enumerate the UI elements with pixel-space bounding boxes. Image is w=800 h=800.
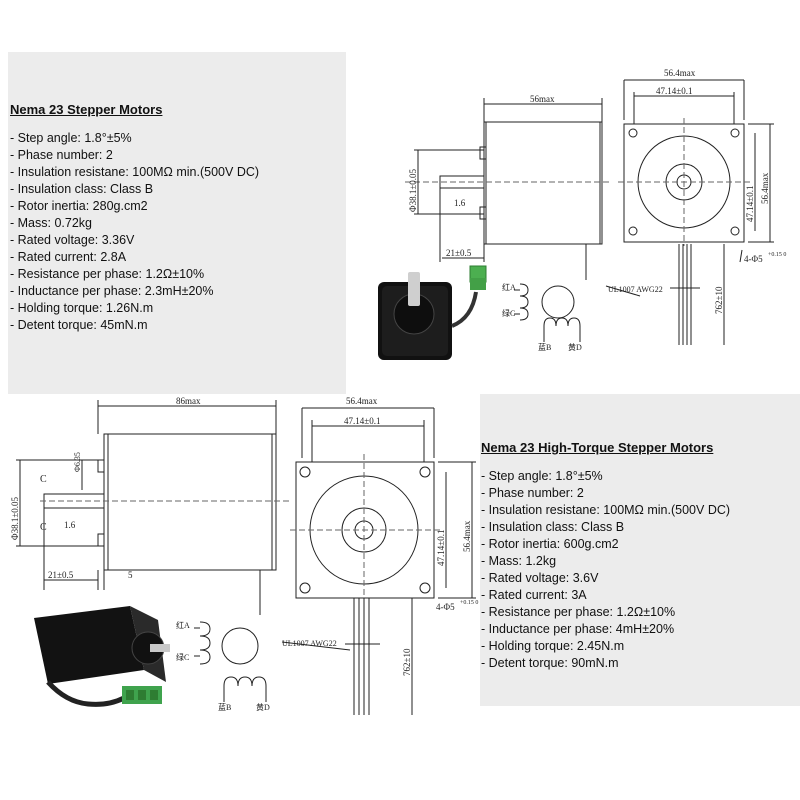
dim-flat: 1.6 — [454, 198, 466, 208]
section-c-top: C — [40, 474, 47, 485]
dim-pilot-diameter: Φ38.1±0.05 — [408, 168, 418, 212]
dim-hole-spacing: 47.14±0.1 — [656, 86, 692, 96]
dim-cable: UL1007 AWG22 — [282, 639, 337, 648]
spec-holding-torque: - Holding torque: 2.45N.m — [481, 639, 625, 653]
dim-holes-tolerance: +0.15 0 — [768, 252, 786, 258]
spec-rated-current: - Rated current: 2.8A — [10, 250, 127, 264]
spec-title: Nema 23 High-Torque Stepper Motors — [481, 440, 714, 455]
spec-phase-number: - Phase number: 2 — [10, 148, 113, 162]
spec-block-small: Nema 23 Stepper Motors - Step angle: 1.8… — [10, 102, 340, 334]
spec-list: - Step angle: 1.8°±5% - Phase number: 2 … — [10, 130, 340, 334]
coil-a-label: 红A — [502, 282, 516, 292]
dim-hole-spacing: 47.14±0.1 — [344, 416, 380, 426]
spec-resistance: - Resistance per phase: 1.2Ω±10% — [481, 605, 676, 619]
spec-inductance: - Inductance per phase: 4mH±20% — [481, 622, 675, 636]
spec-rated-current: - Rated current: 3A — [481, 588, 587, 602]
schematic-rotor — [221, 627, 259, 665]
dim-flange: 5 — [128, 570, 133, 580]
dim-lead-length: 762±10 — [714, 286, 724, 314]
spec-title: Nema 23 Stepper Motors — [10, 102, 163, 117]
coil-c-label: 绿C — [502, 309, 515, 318]
spec-phase-number: - Phase number: 2 — [481, 486, 584, 500]
spec-holding-torque: - Holding torque: 1.26N.m — [10, 301, 154, 315]
bottom-spec-panel — [480, 394, 800, 706]
dim-vertical-width: 56.4max — [760, 172, 770, 204]
dim-vertical-spacing: 47.14±0.1 — [436, 530, 446, 566]
spec-mass: - Mass: 0.72kg — [10, 216, 92, 230]
dim-vertical-width: 56.4max — [462, 520, 472, 552]
top-spec-panel — [8, 52, 346, 394]
section-c-bottom: C — [40, 522, 47, 533]
coil-d-label: 黄D — [568, 342, 582, 352]
spec-rotor-inertia: - Rotor inertia: 280g.cm2 — [10, 199, 148, 213]
spec-insulation-class: - Insulation class: Class B — [481, 520, 625, 534]
dim-holes-tolerance: +0.15 0 — [460, 600, 478, 606]
spec-insulation-resistance: - Insulation resistane: 100MΩ min.(500V … — [481, 503, 731, 517]
dim-shaft-length: 21±0.5 — [48, 570, 74, 580]
spec-insulation-class: - Insulation class: Class B — [10, 182, 154, 196]
dim-shaft-length: 21±0.5 — [446, 248, 472, 258]
spec-step-angle: - Step angle: 1.8°±5% — [10, 131, 132, 145]
spec-resistance: - Resistance per phase: 1.2Ω±10% — [10, 267, 205, 281]
dim-side-width: 56.4max — [346, 396, 378, 406]
spec-rated-voltage: - Rated voltage: 3.6V — [481, 571, 599, 585]
dim-holes: 4-Φ5 — [744, 254, 763, 264]
coil-a-label: 红A — [176, 620, 190, 630]
side-shaft — [439, 175, 485, 189]
spec-inductance: - Inductance per phase: 2.3mH±20% — [10, 284, 214, 298]
schematic-rotor — [541, 285, 575, 319]
spec-detent-torque: - Detent torque: 45mN.m — [10, 318, 148, 332]
spec-list: - Step angle: 1.8°±5% - Phase number: 2 … — [481, 468, 796, 672]
small-motor-photo — [378, 272, 486, 360]
side-body — [103, 433, 277, 571]
dim-holes: 4-Φ5 — [436, 602, 455, 612]
coil-d-label: 黄D — [256, 702, 270, 712]
spec-step-angle: - Step angle: 1.8°±5% — [481, 469, 603, 483]
spec-rated-voltage: - Rated voltage: 3.36V — [10, 233, 135, 247]
spec-mass: - Mass: 1.2kg — [481, 554, 557, 568]
coil-b-label: 蓝B — [538, 342, 551, 352]
spec-block-large: Nema 23 High-Torque Stepper Motors - Ste… — [481, 440, 796, 672]
dim-flat: 1.6 — [64, 520, 76, 530]
dim-body-length: 56max — [530, 94, 555, 104]
dim-lead-length: 762±10 — [402, 648, 412, 676]
spec-rotor-inertia: - Rotor inertia: 600g.cm2 — [481, 537, 619, 551]
coil-c-label: 绿C — [176, 653, 189, 662]
spec-insulation-resistance: - Insulation resistane: 100MΩ min.(500V … — [10, 165, 260, 179]
coil-b-label: 蓝B — [218, 702, 231, 712]
dim-body-length: 86max — [176, 396, 201, 406]
dim-side-width: 56.4max — [664, 68, 696, 78]
spec-detent-torque: - Detent torque: 90mN.m — [481, 656, 619, 670]
dim-shaft-diameter: Φ6.35 — [73, 452, 82, 472]
dim-cable: UL1007 AWG22 — [608, 285, 663, 294]
large-motor-photo — [34, 606, 170, 707]
dim-pilot-diameter: Φ38.1±0.05 — [10, 496, 20, 540]
dim-vertical-spacing: 47.14±0.1 — [745, 186, 755, 222]
